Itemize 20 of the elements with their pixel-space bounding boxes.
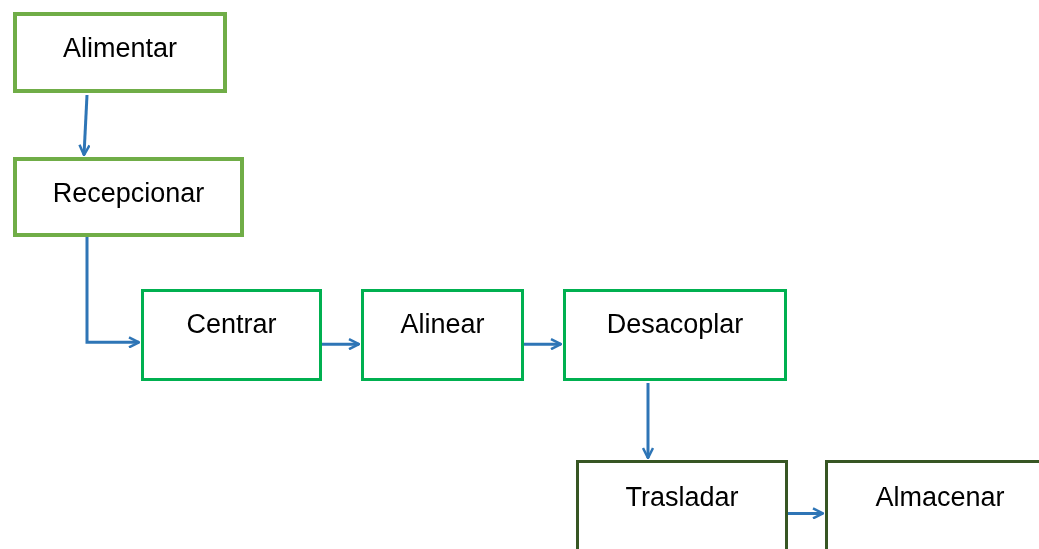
box-label: Centrar [186, 308, 277, 341]
process-box [576, 460, 788, 549]
process-box [13, 157, 244, 237]
arrow [641, 383, 655, 460]
process-box [563, 289, 787, 381]
box-label: Trasladar [625, 481, 739, 514]
process-box [13, 12, 227, 93]
box-label: Desacoplar [606, 308, 744, 341]
arrow [788, 507, 825, 520]
arrow [85, 237, 141, 349]
process-box [141, 289, 322, 381]
box-label: Recepcionar [52, 177, 205, 210]
process-box [361, 289, 524, 381]
arrow [524, 337, 563, 351]
box-label: Alinear [400, 308, 485, 341]
arrow [78, 94, 91, 157]
box-label: Almacenar [875, 481, 1005, 514]
process-box [825, 460, 1039, 549]
box-label: Alimentar [62, 32, 177, 65]
arrow [322, 337, 361, 351]
